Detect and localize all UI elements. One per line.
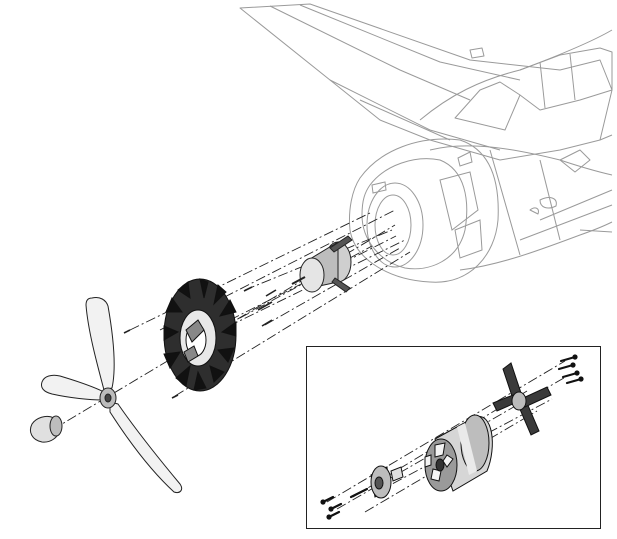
adapter-hub — [374, 476, 384, 490]
screw-head — [326, 514, 332, 520]
cowl-opening — [366, 182, 424, 268]
fan-blades — [163, 278, 237, 391]
motor-stripe — [457, 423, 477, 475]
cowl-exhaust — [371, 181, 387, 194]
wing-outline — [239, 3, 613, 161]
lower-wing — [519, 204, 613, 241]
wing-marking — [469, 47, 485, 59]
screw-head — [572, 354, 578, 360]
cowl-vent — [457, 151, 473, 167]
screw-head — [578, 376, 584, 382]
motor-mount-arm — [329, 235, 353, 253]
screw-head — [570, 362, 576, 368]
screw — [123, 329, 131, 334]
x-mount — [492, 362, 552, 436]
motor-shaft — [291, 276, 306, 285]
canopy-frame-line — [569, 53, 576, 101]
x-mount-center — [511, 391, 527, 411]
screw-heads — [570, 354, 584, 382]
mount-screws-inset-lower — [321, 487, 369, 519]
cowl-inner — [374, 194, 412, 256]
wing-panel-line — [269, 5, 471, 101]
spinner — [29, 415, 63, 443]
propeller — [41, 297, 183, 493]
fuselage-belly — [459, 221, 613, 271]
inset-canvas — [320, 354, 584, 520]
gear-door — [559, 149, 591, 173]
lower-wing — [539, 189, 613, 221]
lower-wing-tip — [579, 229, 613, 233]
airframe — [239, 3, 613, 271]
prop-hub-center — [104, 393, 112, 403]
screw-head — [574, 370, 580, 376]
screw — [349, 487, 369, 499]
prop-adapter — [370, 465, 404, 499]
detail-inset — [306, 346, 601, 529]
cowl — [349, 138, 499, 283]
wing-panel-line — [299, 4, 521, 81]
wing-flap-line — [329, 79, 501, 151]
canopy-frame-line — [539, 61, 546, 109]
screw — [257, 301, 273, 311]
fuselage-window — [539, 197, 557, 209]
fan-mount-lug — [185, 319, 205, 343]
screw-head — [320, 499, 326, 505]
screw-heads-lower — [320, 499, 334, 520]
spinner-base — [49, 415, 63, 437]
adapter-spacer — [390, 466, 404, 482]
cowl-flap — [439, 171, 479, 231]
cowl-flap — [454, 219, 483, 259]
motor-assembly — [291, 235, 353, 293]
motor-shaft-hub — [435, 458, 445, 472]
cowl-outer — [349, 138, 499, 283]
screw — [265, 289, 277, 297]
fuselage-top — [419, 29, 613, 121]
canopy — [454, 81, 521, 131]
screw — [261, 319, 273, 327]
prop-blade-left — [41, 374, 105, 401]
motor-can-front — [299, 257, 325, 293]
fuselage-side — [429, 145, 613, 176]
screw — [171, 394, 179, 399]
screw — [243, 286, 253, 292]
gear-door — [599, 134, 613, 141]
screw-head — [328, 506, 334, 512]
brushless-motor — [424, 414, 493, 492]
fuselage-panel — [489, 149, 521, 256]
fuselage-panel — [539, 159, 561, 241]
prop-blade-upper — [85, 297, 115, 391]
motor-mount-arm — [331, 277, 351, 293]
canopy-frame — [519, 47, 613, 111]
fuselage-window — [529, 207, 539, 215]
fan-mount-lug — [183, 345, 199, 363]
cooling-fan-shroud — [163, 278, 237, 392]
prop-blade-lower — [109, 401, 183, 493]
cowl-lip — [361, 158, 468, 270]
mount-screws — [123, 286, 277, 399]
wing-flap-line — [359, 99, 451, 141]
